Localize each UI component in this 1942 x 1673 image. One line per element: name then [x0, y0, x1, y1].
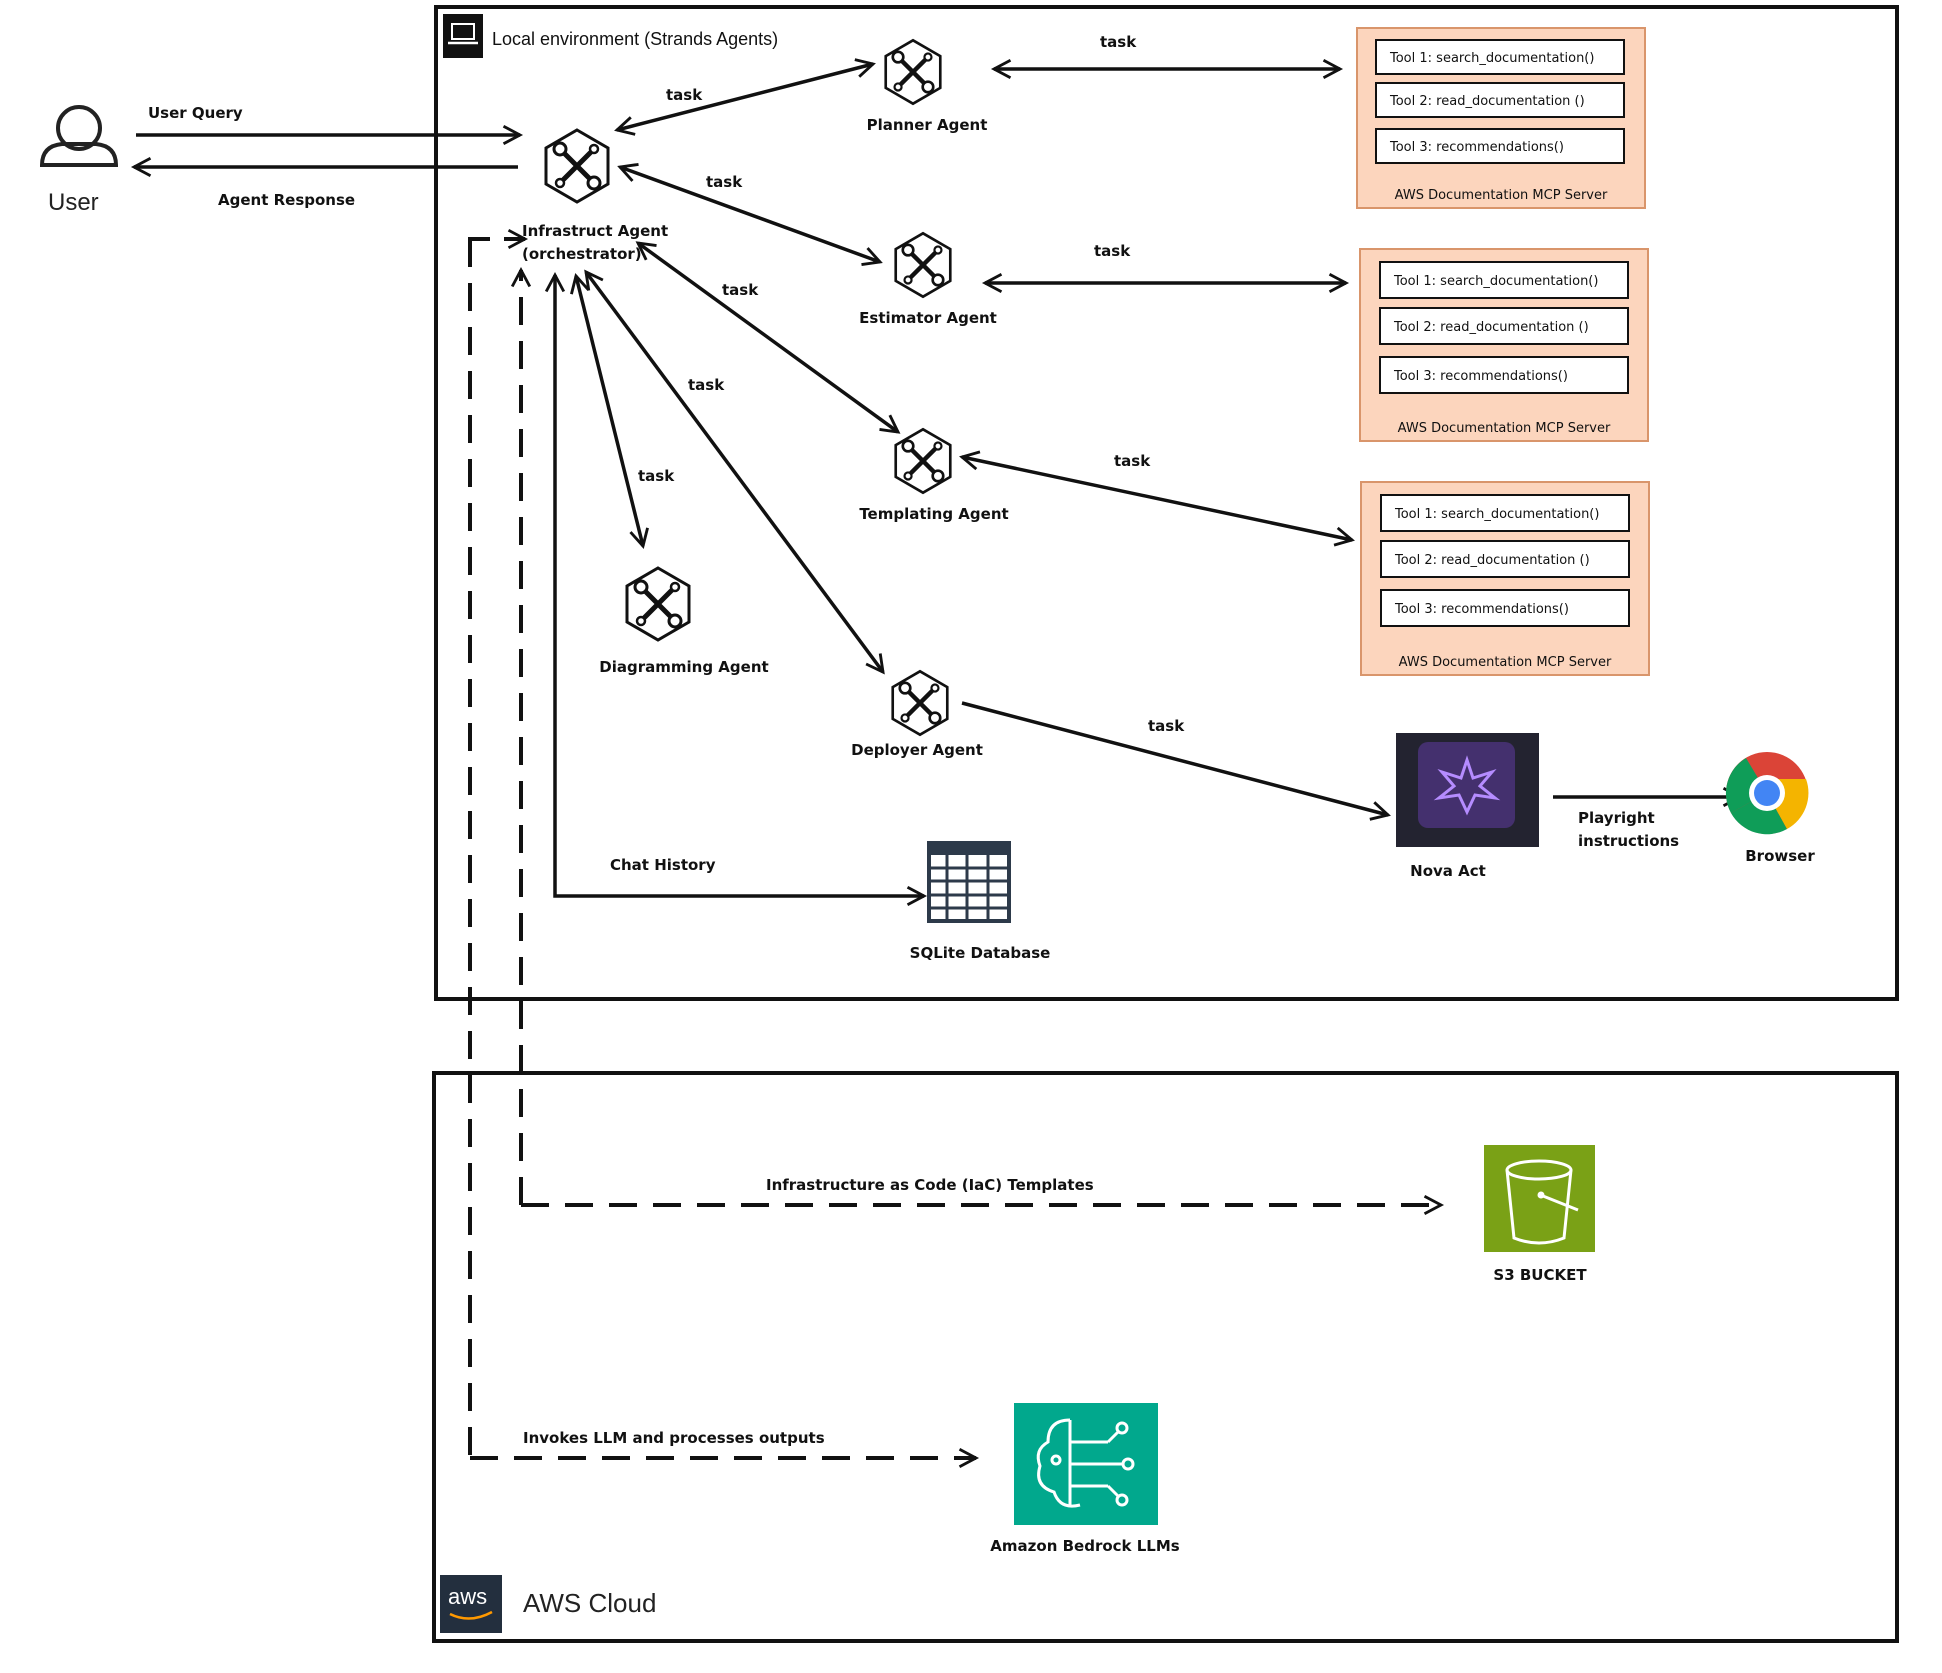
task-label-planner-mcp: task: [1100, 33, 1137, 51]
mcp2-tool-3: Tool 3: recommendations(): [1393, 369, 1568, 384]
mcp1-tool-2: Tool 2: read_documentation (): [1389, 94, 1585, 109]
s3-bucket-label: S3 BUCKET: [1493, 1266, 1587, 1284]
deployer-agent-label: Deployer Agent: [851, 741, 983, 759]
diagramming-agent-icon: [627, 568, 689, 640]
templating-agent-label: Templating Agent: [859, 505, 1008, 523]
planner-agent[interactable]: Planner Agent: [867, 40, 988, 134]
templating-agent-icon: [896, 429, 951, 492]
planner-agent-label: Planner Agent: [867, 116, 988, 134]
diagramming-agent[interactable]: Diagramming Agent: [599, 568, 769, 676]
local-environment-boundary: Local environment (Strands Agents): [434, 5, 1899, 1001]
browser-label: Browser: [1745, 847, 1815, 865]
aws-logo-icon: [440, 1575, 502, 1633]
task-edges: [544, 58, 1744, 907]
s3-bucket: S3 BUCKET: [1484, 1145, 1595, 1284]
mcp1-title: AWS Documentation MCP Server: [1395, 188, 1608, 203]
templating-agent[interactable]: Templating Agent: [859, 429, 1009, 523]
aws-cloud-boundary: aws AWS Cloud: [432, 1071, 1899, 1643]
mcp2-tool-2: Tool 2: read_documentation (): [1393, 320, 1589, 335]
task-label-estimator-mcp: task: [1094, 242, 1131, 260]
mcp3-tool-2: Tool 2: read_documentation (): [1394, 553, 1590, 568]
task-label-planner: task: [666, 86, 703, 104]
browser: Browser: [1725, 752, 1815, 865]
task-label-diagramming: task: [638, 467, 675, 485]
deployer-agent[interactable]: Deployer Agent: [851, 671, 983, 759]
agent-response-label: Agent Response: [218, 191, 355, 209]
dashed-connections: [468, 228, 1445, 1469]
task-label-templating-mcp: task: [1114, 452, 1151, 470]
task-label-templating: task: [722, 281, 759, 299]
orchestrator-agent[interactable]: Infrastruct Agent (orchestrator): [522, 130, 668, 263]
nova-act: Nova Act: [1396, 733, 1539, 880]
task-label-estimator: task: [706, 173, 743, 191]
user-query-label: User Query: [148, 104, 243, 122]
local-env-title: Local environment (Strands Agents): [492, 29, 778, 49]
aws-cloud-title: AWS Cloud: [523, 1588, 656, 1618]
mcp1-tool-1: Tool 1: search_documentation(): [1389, 51, 1594, 66]
estimator-agent-icon: [896, 233, 951, 296]
deployer-agent-icon: [893, 671, 948, 734]
table-grid-icon: [927, 841, 1011, 923]
aws-logo-text: aws: [448, 1584, 487, 1609]
s3-bucket-icon: [1484, 1145, 1595, 1252]
bedrock-label: Amazon Bedrock LLMs: [990, 1537, 1179, 1555]
sqlite-label: SQLite Database: [910, 944, 1051, 962]
sqlite-database: SQLite Database: [910, 841, 1051, 962]
mcp-server-1: Tool 1: search_documentation() Tool 2: r…: [1356, 27, 1646, 209]
orchestrator-label-line2: (orchestrator): [522, 245, 642, 263]
orchestrator-agent-icon: [546, 130, 608, 202]
laptop-icon: [448, 23, 478, 45]
orchestrator-label-line1: Infrastruct Agent: [522, 222, 668, 240]
mcp-server-3: Tool 1: search_documentation() Tool 2: r…: [1360, 481, 1650, 676]
task-label-deployer: task: [688, 376, 725, 394]
chat-history-label: Chat History: [610, 856, 716, 874]
mcp-server-2: Tool 1: search_documentation() Tool 2: r…: [1359, 248, 1649, 442]
estimator-agent-label: Estimator Agent: [859, 309, 997, 327]
estimator-agent[interactable]: Estimator Agent: [859, 233, 997, 327]
user-icon: [39, 105, 119, 167]
mcp3-title: AWS Documentation MCP Server: [1399, 655, 1612, 670]
mcp2-tool-1: Tool 1: search_documentation(): [1393, 274, 1598, 289]
amazon-bedrock: Amazon Bedrock LLMs: [990, 1403, 1180, 1555]
playwright-label-line1: Playright: [1578, 809, 1655, 827]
llm-label: Invokes LLM and processes outputs: [523, 1429, 825, 1447]
task-label-nova: task: [1148, 717, 1185, 735]
planner-agent-icon: [886, 40, 941, 103]
playwright-label-line2: instructions: [1578, 832, 1679, 850]
mcp3-tool-1: Tool 1: search_documentation(): [1394, 507, 1599, 522]
mcp3-tool-3: Tool 3: recommendations(): [1394, 602, 1569, 617]
diagramming-agent-label: Diagramming Agent: [599, 658, 768, 676]
mcp1-tool-3: Tool 3: recommendations(): [1389, 140, 1564, 155]
iac-label: Infrastructure as Code (IaC) Templates: [766, 1176, 1094, 1194]
chrome-icon: [1725, 752, 1809, 835]
nova-act-label: Nova Act: [1410, 862, 1486, 880]
user-label: User: [48, 189, 99, 216]
mcp2-title: AWS Documentation MCP Server: [1398, 421, 1611, 436]
